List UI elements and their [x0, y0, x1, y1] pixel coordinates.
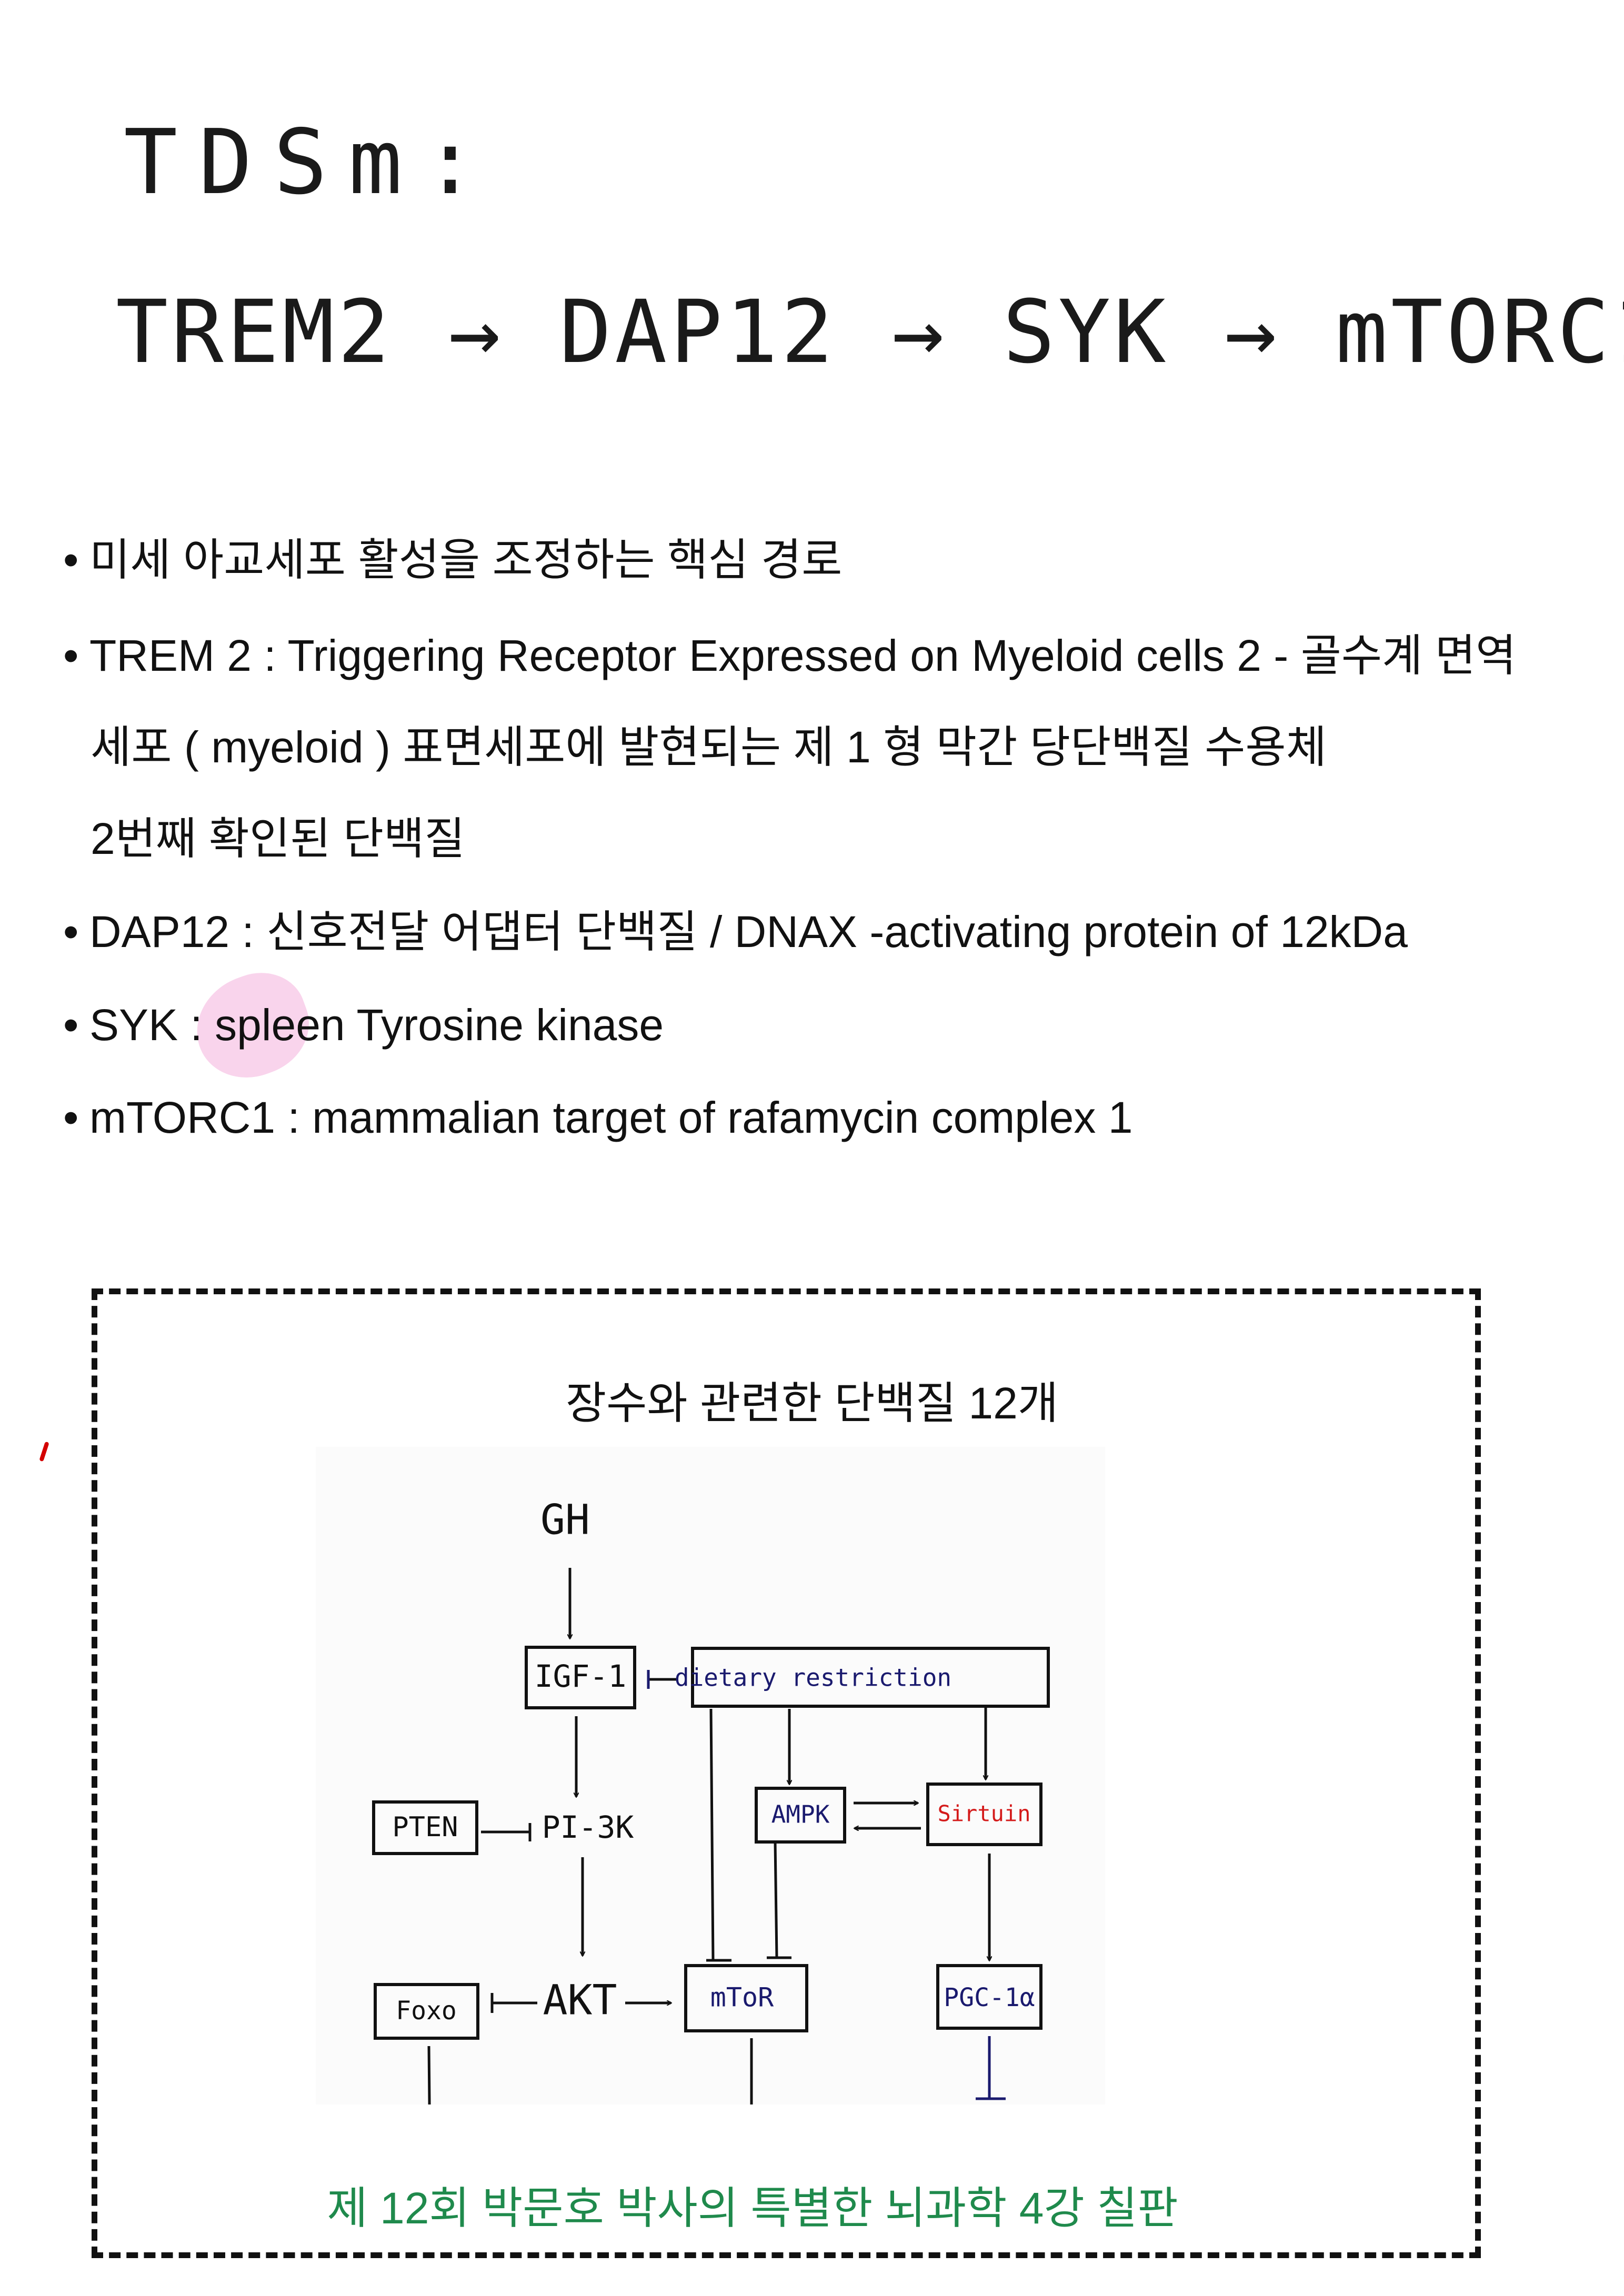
inhibit-dietary-mtor	[706, 1708, 731, 1962]
node-dietary: dietary restriction	[675, 1664, 951, 1692]
pathway-syk: SYK	[1003, 281, 1169, 382]
arrow-icon: →	[448, 281, 504, 382]
bullet-item: •미세 아교세포 활성을 조정하는 핵심 경로	[63, 538, 842, 582]
bullet-text: DAP12 : 신호전달 어댑터 단백질 / DNAX -activating …	[89, 907, 1408, 956]
box-footer-caption: 제 12회 박문호 박사의 특별한 뇌과학 4강 칠판	[327, 2183, 1178, 2233]
bullet-item: •TREM 2 : Triggering Receptor Expressed …	[63, 633, 1516, 678]
bullet-item: •DAP12 : 신호전달 어댑터 단백질 / DNAX -activating…	[63, 910, 1408, 954]
node-gh: GH	[540, 1496, 590, 1544]
handwritten-pathway: TREM2 → DAP12 → SYK → mTORC1	[116, 281, 1624, 382]
box-title: 장수와 관련한 단백질 12개	[565, 1378, 1059, 1428]
box-pgc	[936, 1964, 1042, 2030]
red-pen-mark	[39, 1441, 49, 1462]
inhibit-ampk-mtor	[767, 1841, 791, 1959]
bullet-prefix: SYK :	[89, 1000, 215, 1050]
node-akt: AKT	[543, 1977, 617, 2024]
node-ampk: AMPK	[771, 1800, 830, 1829]
node-mtor: mToR	[710, 1982, 774, 2013]
node-pi3k: PI-3K	[542, 1809, 634, 1845]
dashed-box	[92, 1288, 1481, 2258]
box-foxo	[374, 1983, 479, 2040]
inhibit-akt-foxo	[490, 1993, 537, 2013]
bullet-continuation: 세포 ( myeloid ) 표면세포에 발현되는 제 1 형 막간 당단백질 …	[91, 722, 1327, 772]
bullet-icon: •	[63, 907, 79, 956]
bullet-icon: •	[63, 1000, 79, 1050]
bullet-icon: •	[63, 631, 79, 680]
node-igf1: IGF-1	[535, 1658, 627, 1694]
node-foxo: Foxo	[396, 1996, 457, 2026]
node-pten: PTEN	[392, 1811, 458, 1843]
box-ampk	[755, 1787, 846, 1844]
bullet-item: •SYK : spleen Tyrosine kinase	[63, 1003, 664, 1047]
inhibit-pgc-aging	[976, 2036, 1006, 2100]
bullet-icon: •	[63, 535, 79, 585]
bullet-text: TREM 2 : Triggering Receptor Expressed o…	[89, 631, 1517, 680]
inhibit-dietary-igf1	[647, 1670, 678, 1689]
box-igf1	[525, 1646, 636, 1709]
arrow-icon: →	[1224, 281, 1280, 382]
box-pten	[372, 1800, 478, 1855]
inhibit-pten-pi3k	[481, 1823, 532, 1841]
handwritten-title: TDSm:	[124, 110, 498, 215]
pathway-dap12: DAP12	[559, 281, 837, 382]
bullet-icon: •	[63, 1093, 79, 1142]
bullet-suffix: Tyrosine kinase	[345, 1000, 664, 1050]
bullet-continuation: 2번째 확인된 단백질	[91, 814, 465, 863]
node-pgc: PGC-1α	[944, 1983, 1035, 2012]
box-mtor	[684, 1964, 808, 2032]
box-sirtuin	[926, 1783, 1042, 1846]
node-sirtuin: Sirtuin	[937, 1801, 1030, 1827]
bullet-text: mTORC1 : mammalian target of rafamycin c…	[89, 1093, 1133, 1142]
bullet-item: •mTORC1 : mammalian target of rafamycin …	[63, 1095, 1132, 1140]
pathway-trem2: TREM2	[116, 281, 393, 382]
pathway-mtorc1: mTORC1	[1335, 281, 1624, 382]
arrow-icon: →	[891, 281, 948, 382]
aging-pathway-diagram: GH IGF-1 dietary restriction PTEN PI-3K …	[316, 1447, 1105, 2186]
highlighted-word: spleen	[215, 1000, 345, 1050]
inhibit-foxo-aging	[427, 2046, 683, 2167]
box-dietary	[691, 1647, 1050, 1708]
bullet-text: 미세 아교세포 활성을 조정하는 핵심 경로	[89, 535, 843, 585]
